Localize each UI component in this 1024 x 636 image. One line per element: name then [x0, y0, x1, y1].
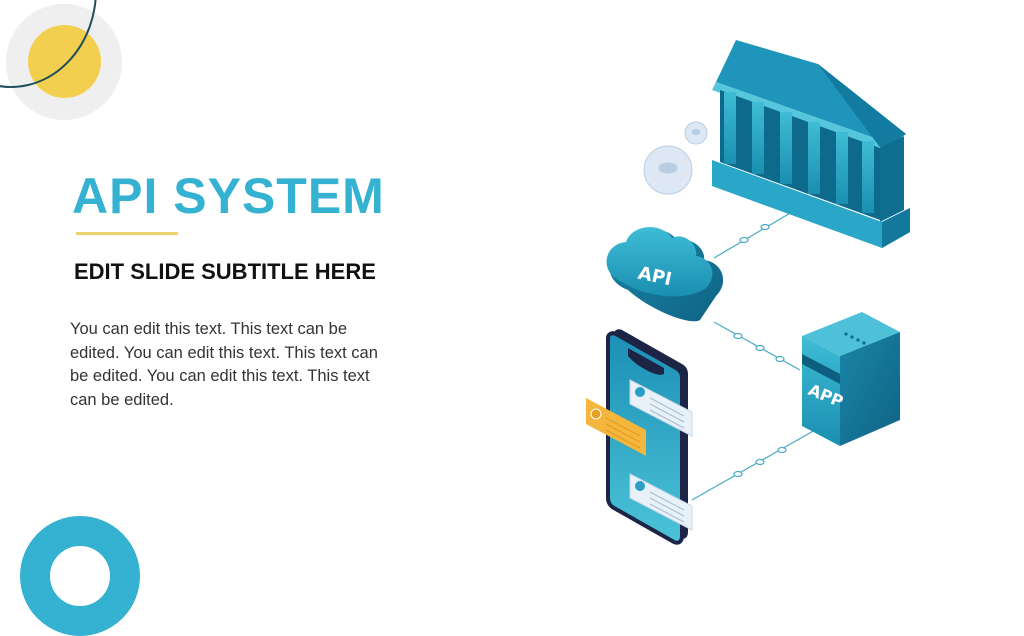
api-cloud-icon: API [606, 227, 724, 322]
title-underline [76, 232, 178, 235]
connector-lines [691, 211, 823, 501]
gears-icon [643, 121, 708, 195]
api-system-illustration: API APP [586, 40, 910, 545]
decorative-blue-ring [20, 516, 140, 636]
slide-body-text[interactable]: You can edit this text. This text can be… [70, 320, 378, 409]
smartphone-icon [586, 329, 693, 545]
slide-title[interactable]: API SYSTEM [72, 168, 385, 224]
app-server-icon: APP [802, 312, 900, 446]
slide-subtitle[interactable]: EDIT SLIDE SUBTITLE HERE [74, 259, 376, 284]
bank-building-icon [712, 40, 910, 248]
